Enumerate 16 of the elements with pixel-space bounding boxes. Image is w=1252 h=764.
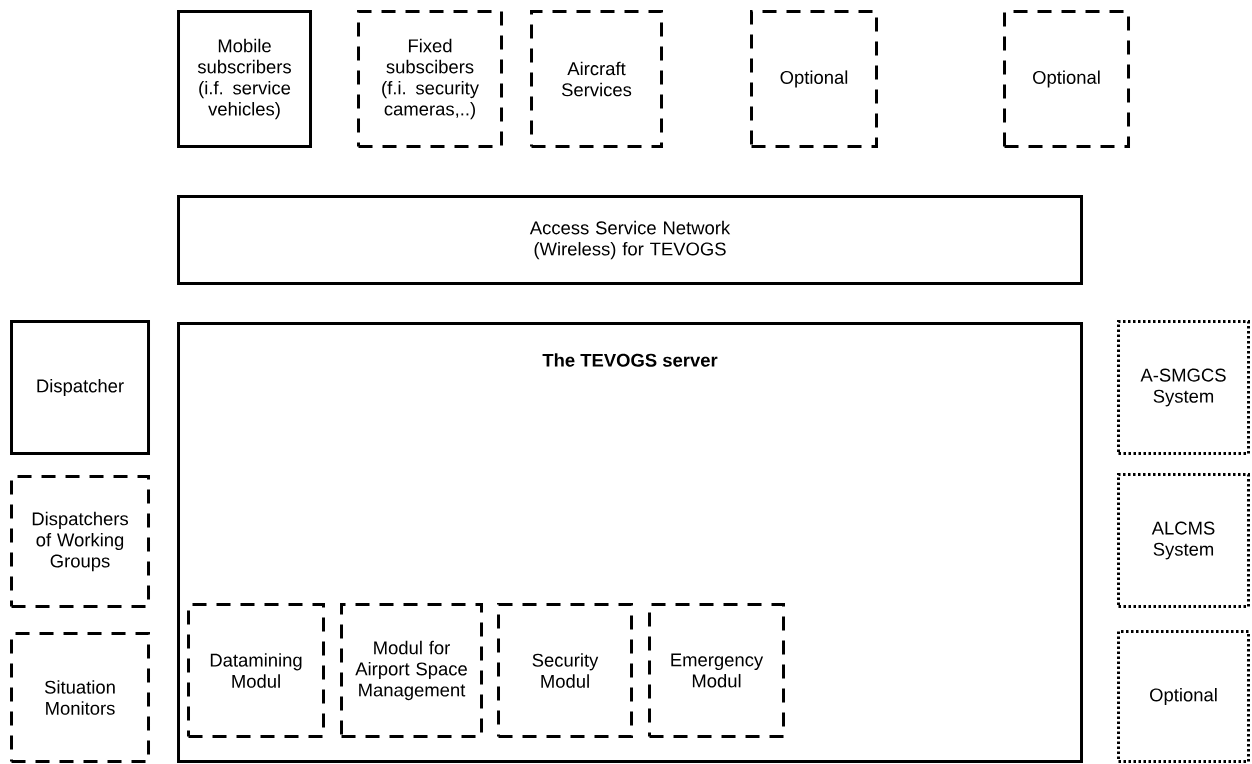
- component-box: Optional: [1117, 630, 1250, 763]
- module-box: Modul for Airport Space Management: [340, 603, 483, 738]
- component-box: Situation Monitors: [10, 632, 150, 763]
- module-box: Security Modul: [497, 603, 633, 738]
- component-box: Fixed subscibers (f.i. security cameras,..): [357, 10, 503, 148]
- component-box: ALCMS System: [1117, 473, 1250, 608]
- component-box: A-SMGCS System: [1117, 320, 1250, 455]
- module-box: Emergency Modul: [648, 603, 785, 738]
- component-box: Dispatchers of Working Groups: [10, 475, 150, 608]
- component-box: Optional: [750, 10, 878, 148]
- component-box: Dispatcher: [10, 320, 150, 455]
- component-box: Mobile subscribers (i.f. service vehicles): [177, 10, 312, 148]
- component-box: Aircraft Services: [530, 10, 663, 148]
- component-box: Access Service Network (Wireless) for TEVOGS: [177, 195, 1083, 285]
- component-box: Optional: [1003, 10, 1130, 148]
- module-box: Datamining Modul: [187, 603, 325, 738]
